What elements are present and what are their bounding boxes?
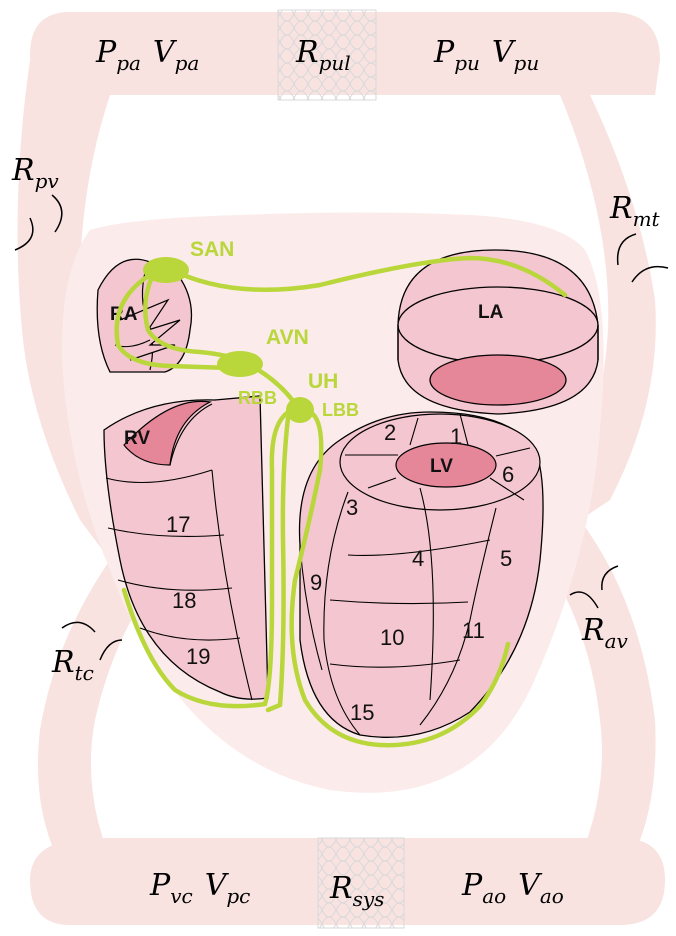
san-label: SAN [190, 238, 234, 261]
lv-label: LV [430, 456, 453, 477]
rv-segment-17: 17 [166, 512, 190, 537]
lv-segment-11: 11 [462, 618, 485, 643]
sinoatrial-node [143, 257, 189, 283]
atrioventricular-node [217, 351, 263, 377]
rv-segment-18: 18 [172, 588, 196, 613]
left-atrium: LA [398, 250, 598, 414]
avn-label: AVN [266, 326, 309, 349]
rbb-label: RBB [238, 388, 277, 408]
lv-segment-15: 15 [350, 700, 374, 725]
lv-segment-5: 5 [500, 546, 512, 571]
lv-segment-1: 1 [450, 424, 462, 449]
ra-label: RA [110, 304, 138, 325]
lv-segment-4: 4 [412, 546, 424, 571]
lbb-label: LBB [322, 400, 359, 420]
lv-segment-2: 2 [384, 420, 396, 445]
uh-label: UH [308, 370, 338, 393]
his-bundle-node [286, 397, 314, 423]
lv-segment-3: 3 [346, 495, 358, 520]
right-ventricle: RV 17 18 19 [104, 396, 268, 700]
rv-label: RV [124, 428, 150, 449]
la-label: LA [478, 302, 504, 323]
lv-segment-6: 6 [502, 462, 514, 487]
lv-segment-9: 9 [310, 570, 322, 595]
rv-segment-19: 19 [186, 644, 210, 669]
svg-text:Rmt: Rmt [609, 191, 661, 231]
lv-segment-10: 10 [380, 625, 404, 650]
